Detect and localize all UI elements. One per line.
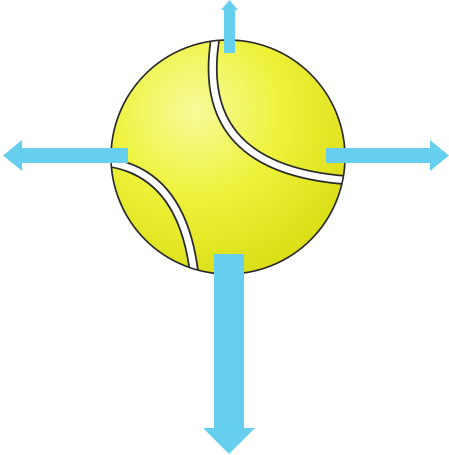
ball-body (111, 40, 345, 274)
tennis-ball (111, 40, 345, 274)
arrow-left (3, 140, 128, 171)
arrow-down (203, 254, 255, 454)
